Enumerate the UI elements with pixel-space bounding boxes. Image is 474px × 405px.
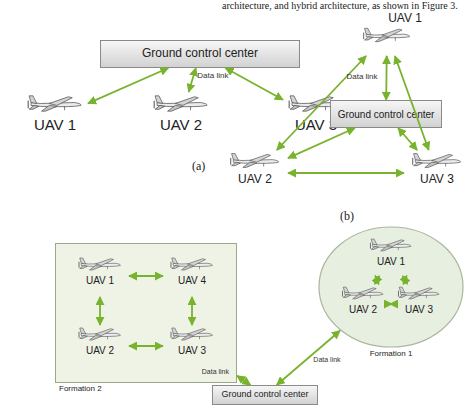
data-link-arrow [398, 128, 417, 150]
caption-fragment: architecture, and hybrid architecture, a… [222, 0, 458, 11]
uav-node: UAV 1 [352, 12, 422, 56]
uav-node: UAV 3 [404, 150, 470, 196]
data-link-arrow [288, 172, 404, 174]
uav-icon [152, 92, 210, 115]
node-label: UAV 1 [388, 12, 422, 25]
uav-node: UAV 4 [163, 255, 221, 297]
uav-icon [77, 255, 123, 273]
data-link-arrow [88, 68, 168, 103]
edge-label: Data link [197, 72, 228, 80]
edge-label: Data link [313, 356, 340, 363]
edge-label: Data link [346, 73, 377, 81]
node-label: UAV 1 [34, 117, 76, 134]
node-label: UAV 3 [420, 173, 454, 186]
node-label: UAV 2 [238, 173, 272, 186]
uav-icon [362, 25, 412, 45]
uav-icon [26, 92, 84, 115]
panel-tag: (a) [192, 160, 205, 173]
uav-icon [411, 150, 463, 171]
uav-icon [169, 325, 215, 343]
data-link-arrow [237, 376, 251, 385]
data-link-arrow [385, 56, 387, 100]
node-label: Ground control center [142, 47, 258, 60]
formation-group: Formation 1UAV 1UAV 2UAV 3 [318, 226, 464, 362]
uav-icon [369, 236, 413, 254]
data-link-arrow [277, 331, 340, 385]
formation-group: Formation 2 UAV 1 UAV 4 UAV 2 UAV 3 [55, 243, 237, 399]
data-link-arrow [225, 68, 283, 100]
uav-icon [229, 150, 281, 171]
control-center-box: Ground control center [100, 40, 300, 68]
control-center-box: Ground control center [330, 100, 442, 128]
control-center-box: Ground control center [212, 385, 318, 405]
formation-ellipse-shape [319, 227, 463, 347]
uav-node: UAV 1 [363, 236, 419, 276]
uav-icon [341, 284, 385, 302]
uav-node: UAV 1 [22, 92, 88, 144]
uav-icon [397, 284, 441, 302]
data-link-arrow [189, 68, 196, 92]
node-label: Ground control center [221, 390, 308, 400]
node-label: UAV 2 [160, 117, 202, 134]
node-label: UAV 2 [349, 304, 377, 315]
node-label: UAV 3 [178, 345, 206, 356]
uav-icon [169, 255, 215, 273]
uav-node: UAV 2 [336, 284, 390, 324]
uav-node: UAV 2 [222, 150, 288, 196]
panel-tag: (b) [340, 210, 354, 223]
node-label: Ground control center [338, 109, 435, 120]
node-label: UAV 2 [86, 345, 114, 356]
uav-node: UAV 1 [71, 255, 129, 297]
edge-label: Data link [202, 368, 229, 375]
uav-node: UAV 3 [392, 284, 446, 324]
uav-node: UAV 2 [71, 325, 129, 367]
node-label: Formation 2 [59, 385, 102, 394]
node-label: UAV 1 [377, 256, 405, 267]
uav-node: UAV 3 [163, 325, 221, 367]
node-label: UAV 3 [405, 304, 433, 315]
uav-node: UAV 2 [148, 92, 214, 144]
node-label: UAV 4 [178, 275, 206, 286]
uav-icon [77, 325, 123, 343]
node-label: UAV 1 [86, 275, 114, 286]
